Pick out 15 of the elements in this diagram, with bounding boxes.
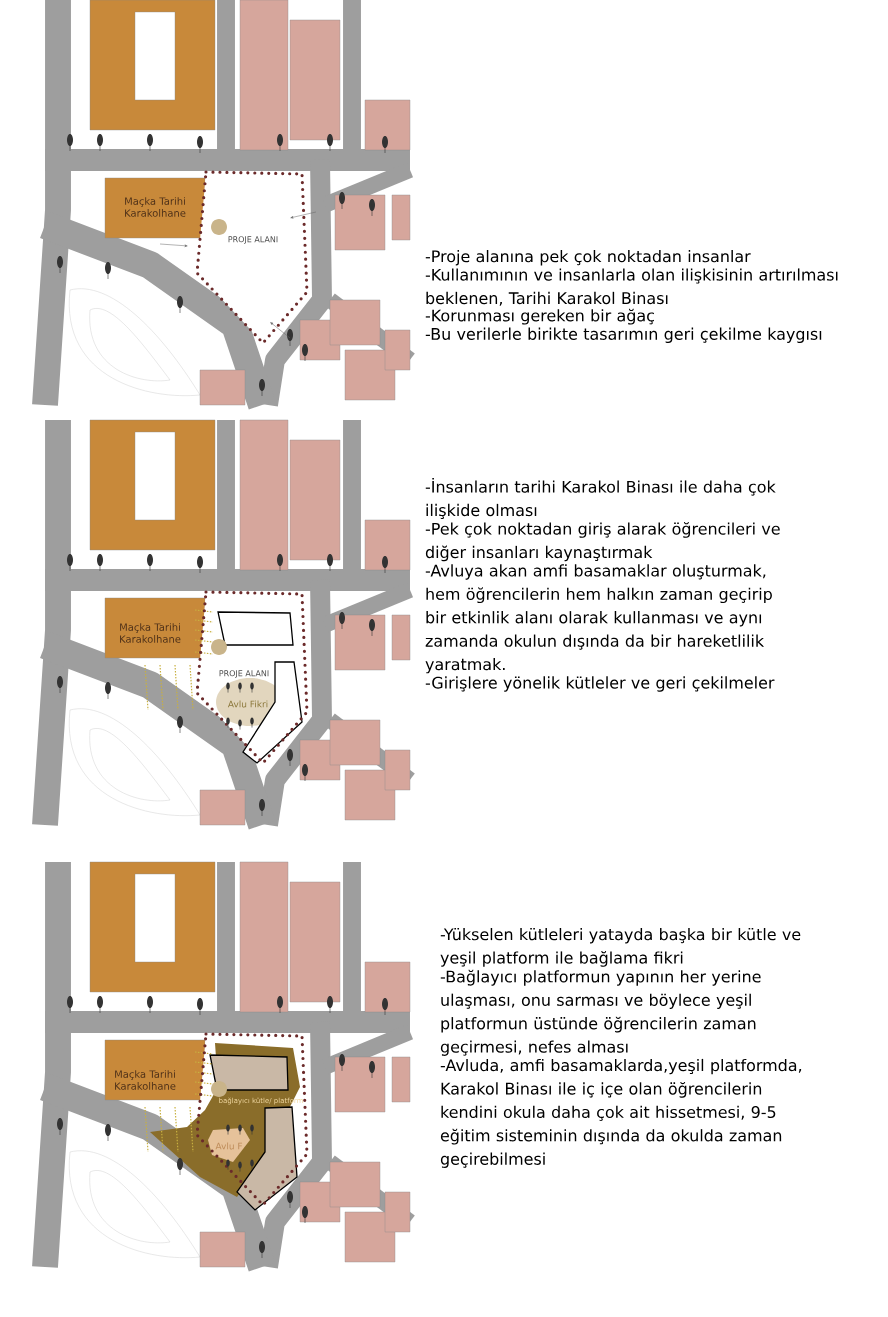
map-label: Maçka Tarihi Karakolhane [125,197,186,217]
note-text: -Girişlere yönelik kütleler ve geri çekilmeler [425,676,775,692]
note-text: -Kullanımının ve insanlarla olan ilişkisinin artırılması beklenen, Tarihi Karakol Binası [425,268,838,306]
note-text: -Avluda, amfi basamaklarda,yeşil platformda, Karakol Binası ile iç içe olan öğrencilerin kendini okula daha çok ait hissetmesi, 9-5 eğitim sisteminin dışında da okulda zaman geçirebilmesi [440,1058,802,1168]
note-text: -Bu verilerle birikte tasarımın geri çekilme kaygısı [425,327,822,344]
note-text: -Proje alanına pek çok noktadan insanlar [425,250,751,266]
note-text: -İnsanların tarihi Karakol Binası ile daha çok ilişkide olması [425,478,776,520]
note-text: -Bağlayıcı platformun yapının her yerine ulaşması, onu sarması ve böylece yeşil platformun üstünde öğrencilerin zaman geçirmesi, nefes alması [440,969,761,1056]
map-label: Maçka Tarihi Karakolhane [120,623,181,643]
note-text: -Pek çok noktadan giriş alarak öğrencileri ve diğer insanları kaynaştırmak [425,522,780,562]
note-text: -Avluya akan amfi basamaklar oluşturmak, hem öğrencilerin hem halkın zaman geçirip bir etkinlik alanı olarak kullanması ve aynı zamanda okulun dışında da bir hareketlilik yaratmak. [425,564,772,674]
map-label: Maçka Tarihi Karakolhane [115,1070,176,1090]
map-label: Avlu Fikri [227,700,268,708]
note-text: -Korunması gereken bir ağaç [425,308,654,325]
note-text: -Yükselen kütleleri yatayda başka bir kütle ve yeşil platform ile bağlama fikri [440,928,801,967]
